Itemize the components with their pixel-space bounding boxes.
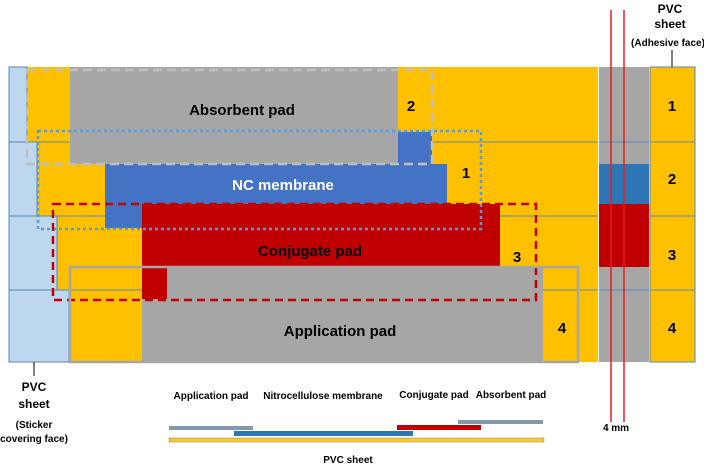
pvc-top-label-line1: PVC <box>658 2 683 16</box>
cross-section-legend: Application pad Nitrocellulose membrane … <box>168 390 547 466</box>
right-marker-4: 4 <box>668 320 677 337</box>
nc-membrane <box>105 164 447 204</box>
pvc-adhesive-column: 1 2 3 4 <box>649 66 696 363</box>
nc-membrane-ext <box>105 204 142 228</box>
legend-absorbent-pad-label: Absorbent pad <box>476 390 547 401</box>
application-pad-outline <box>68 265 580 364</box>
pvc-adhesive-cell-3 <box>649 215 696 291</box>
legend-absorbent-layer <box>458 420 543 424</box>
pvc-sticker-cell-2 <box>8 141 38 217</box>
marker-2-top: 2 <box>407 98 415 115</box>
pvc-top-label-line3: (Adhesive face) <box>631 38 704 49</box>
pvc-bottom-label-line4: covering face) <box>0 434 68 445</box>
legend-nitrocellulose-label: Nitrocellulose membrane <box>263 391 383 402</box>
legend-pvc-sheet-label: PVC sheet <box>323 455 373 466</box>
conjugate-pad <box>142 204 500 267</box>
pvc-bottom-label-line2: sheet <box>18 397 49 411</box>
legend-conjugate-layer <box>397 425 481 430</box>
legend-application-pad-label: Application pad <box>174 391 249 402</box>
pvc-sticker-cell-3 <box>8 215 58 291</box>
pvc-bottom-label-line3: (Sticker <box>16 420 53 431</box>
legend-conjugate-pad-label: Conjugate pad <box>399 390 468 401</box>
gap-label: 4 mm <box>603 423 629 434</box>
side-view-strip <box>599 10 649 422</box>
marker-3-mid: 3 <box>513 249 521 266</box>
legend-nc-layer <box>234 431 413 436</box>
absorbent-pad <box>70 67 398 164</box>
absorbent-pad-ext <box>398 132 432 164</box>
conjugate-pad-tail <box>142 267 167 299</box>
application-pad-left <box>142 299 167 362</box>
right-marker-3: 3 <box>668 247 676 264</box>
conjugate-pad-label: Conjugate pad <box>258 243 362 260</box>
legend-pvc-layer <box>168 437 545 443</box>
pvc-adhesive-cell-4 <box>649 289 696 363</box>
application-pad <box>167 267 543 362</box>
legend-application-layer <box>169 426 253 430</box>
marker-1-mid: 1 <box>462 165 470 182</box>
right-marker-2: 2 <box>668 171 676 188</box>
pvc-sticker-cell-1 <box>8 66 28 143</box>
right-marker-1: 1 <box>668 98 676 115</box>
conjugate-pad-outline <box>51 202 538 302</box>
application-pad-label: Application pad <box>284 323 397 340</box>
nc-membrane-outline <box>36 129 483 231</box>
pvc-bottom-label-line1: PVC <box>22 380 47 394</box>
nc-membrane-label: NC membrane <box>232 177 334 194</box>
marker-4-mid: 4 <box>558 320 567 337</box>
pvc-adhesive-cell-2 <box>649 141 696 217</box>
pvc-top-label-line2: sheet <box>654 17 685 31</box>
absorbent-pad-label: Absorbent pad <box>189 102 295 119</box>
absorbent-pad-outline <box>25 68 434 166</box>
